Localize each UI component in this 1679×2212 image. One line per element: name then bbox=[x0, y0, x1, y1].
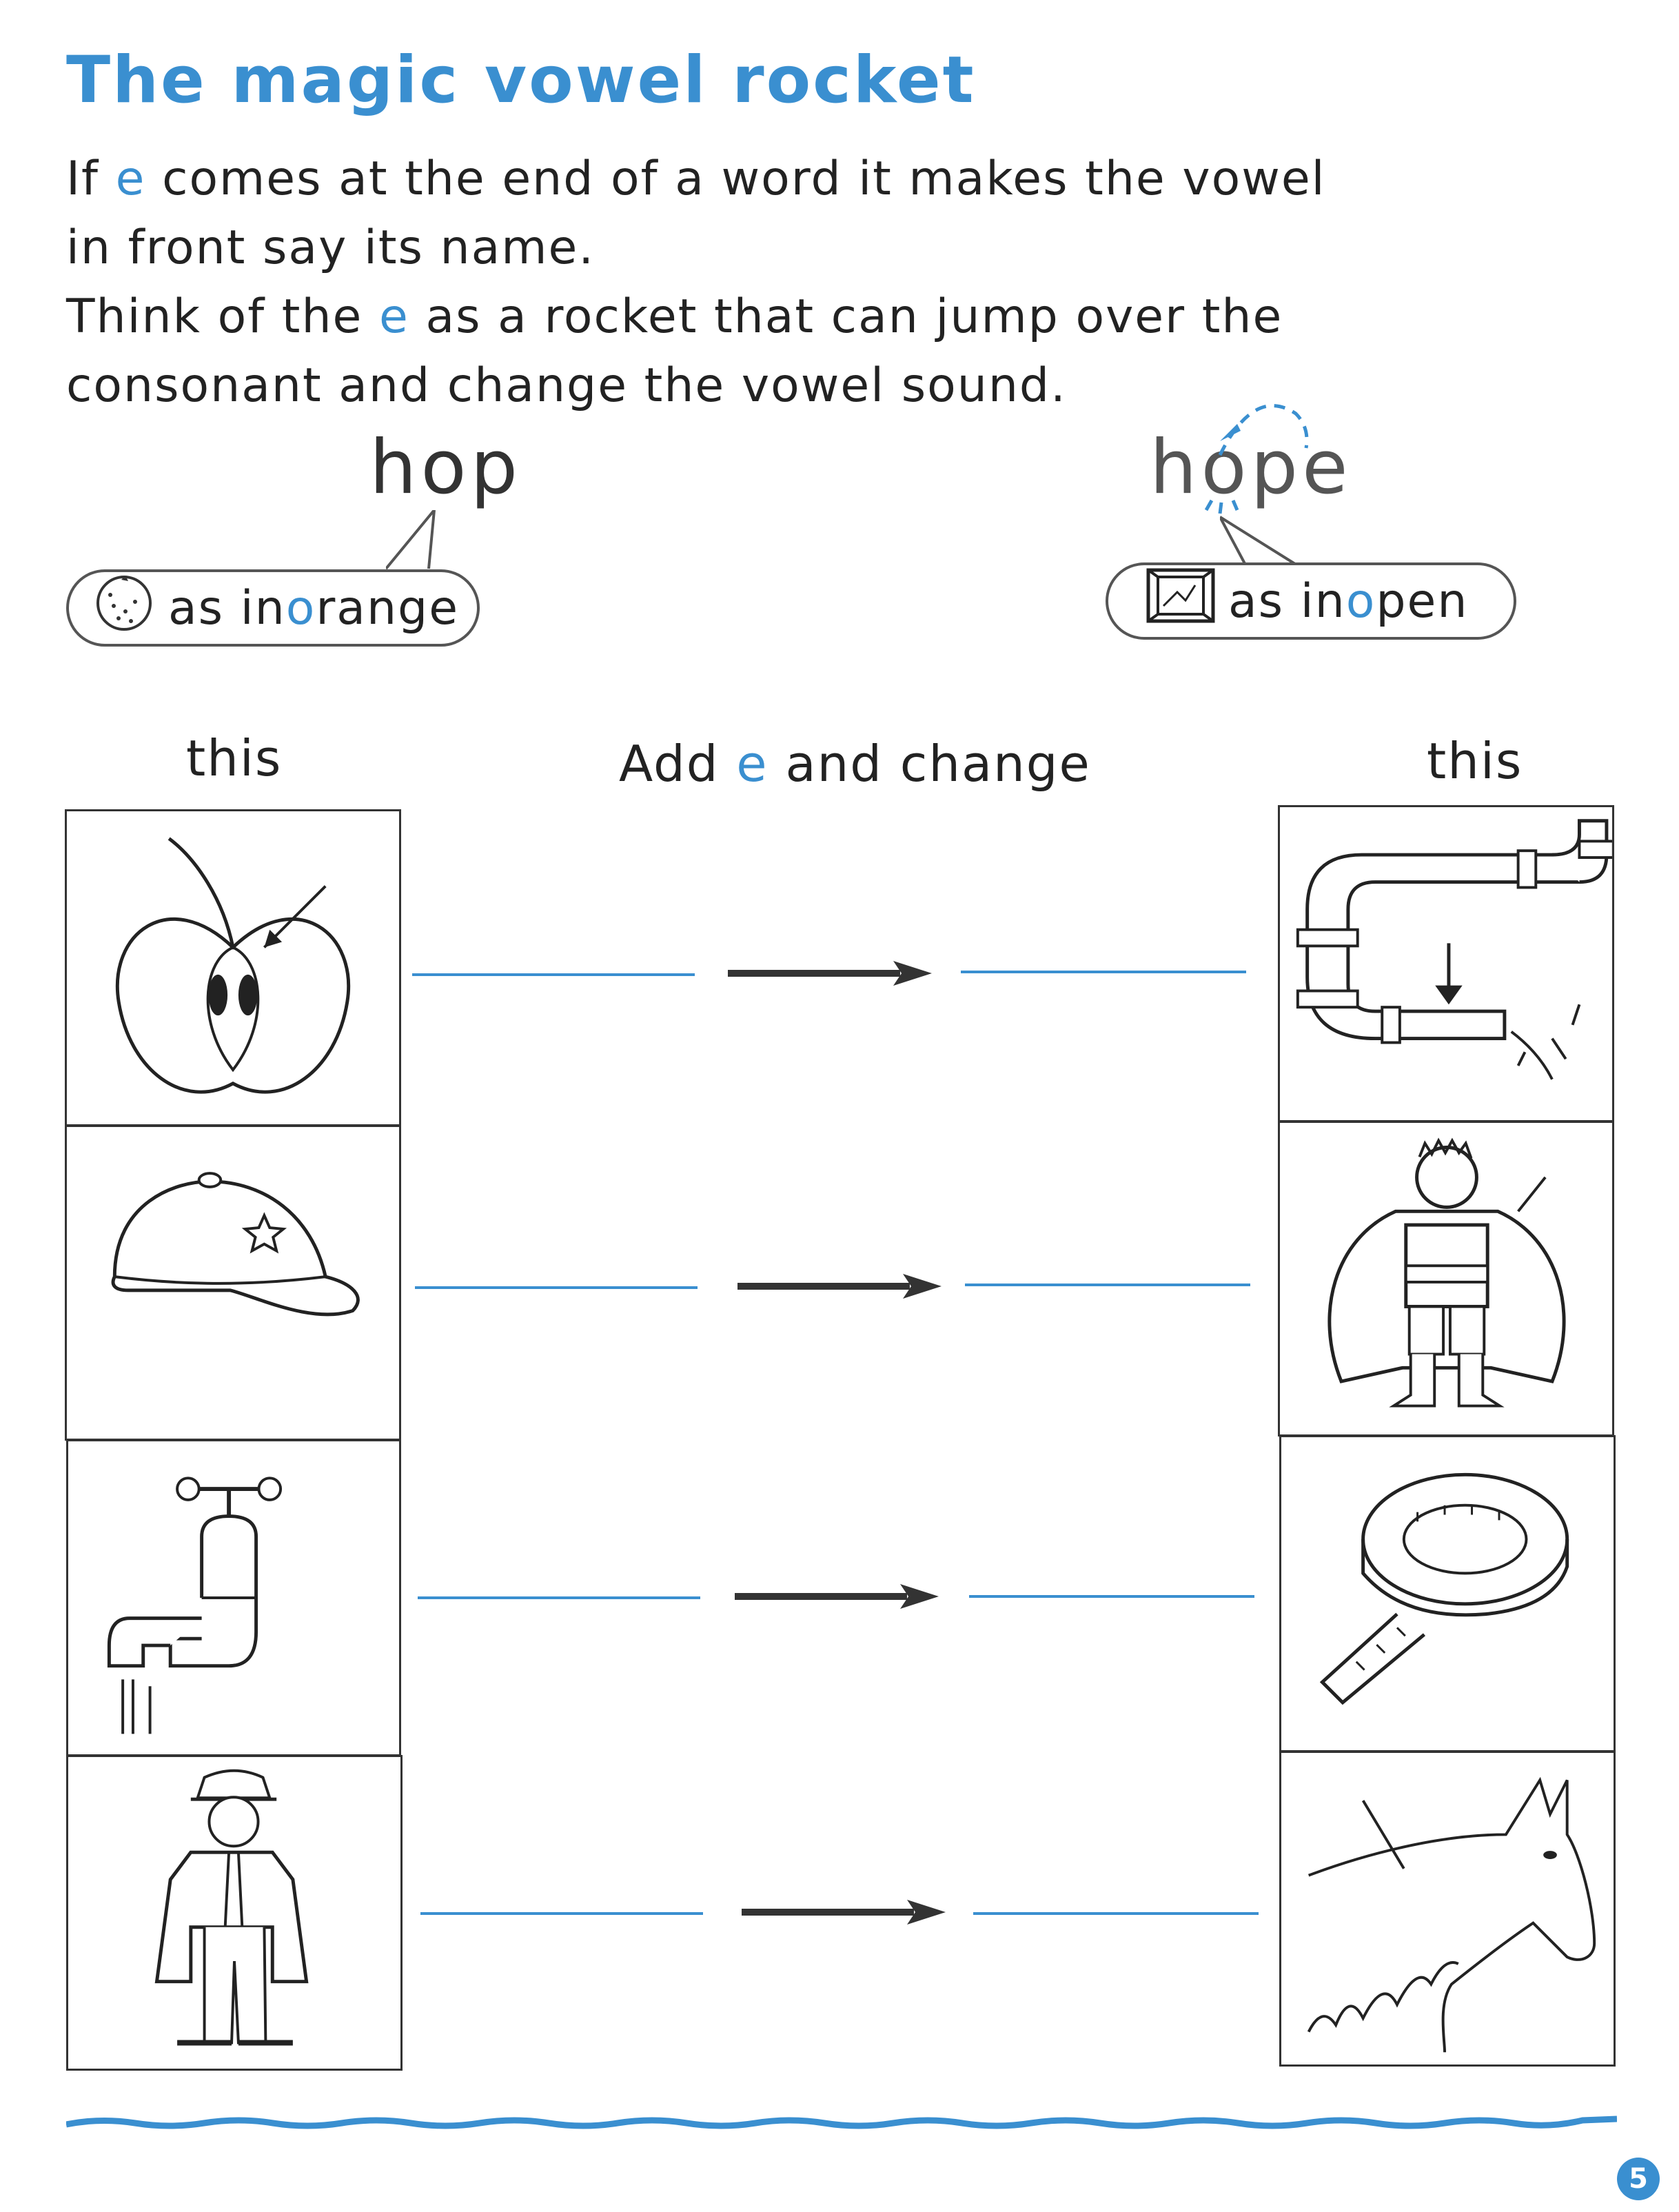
answer-line-left-1[interactable] bbox=[412, 973, 695, 976]
intro-line3-b: as a rocket that can jump over the bbox=[409, 290, 1283, 344]
answer-line-left-4[interactable] bbox=[420, 1912, 703, 1915]
answer-line-right-3[interactable] bbox=[969, 1595, 1254, 1598]
picture-cell-tape-measure bbox=[1279, 1435, 1616, 1752]
page-title: The magic vowel rocket bbox=[66, 43, 976, 118]
arrow-right-icon bbox=[735, 1584, 939, 1609]
bubble-right-pre: as in bbox=[1228, 574, 1346, 629]
bubble-left-letter: o bbox=[285, 580, 316, 636]
apple-cut-in-half-icon bbox=[116, 837, 350, 1094]
answer-line-right-2[interactable] bbox=[965, 1283, 1250, 1286]
rocket-jump-arc-icon bbox=[1204, 404, 1309, 514]
intro-line2: in front say its name. bbox=[66, 221, 595, 275]
picture-cell-apple bbox=[65, 809, 401, 1126]
bubble-left-rest: range bbox=[316, 580, 460, 636]
intro-line1-e: e bbox=[115, 152, 146, 206]
middle-heading-a: Add bbox=[619, 735, 737, 793]
intro-line4: consonant and change the vowel sound. bbox=[66, 358, 1067, 413]
wavy-divider bbox=[66, 2115, 1617, 2129]
horse-mane-icon bbox=[1307, 1776, 1596, 2053]
arrow-right-icon bbox=[728, 961, 932, 986]
example-word-hope: hope bbox=[1150, 425, 1352, 511]
man-in-hat-icon bbox=[154, 1769, 309, 2046]
answer-line-left-3[interactable] bbox=[418, 1596, 700, 1599]
column-heading-left: this bbox=[186, 729, 283, 787]
bubble-tail-right bbox=[1220, 516, 1304, 570]
answer-line-right-4[interactable] bbox=[973, 1912, 1259, 1915]
intro-text: If e comes at the end of a word it makes… bbox=[66, 145, 1445, 420]
pipe-icon bbox=[1296, 819, 1612, 1080]
picture-cell-man bbox=[66, 1755, 403, 2071]
bubble-right-rest: pen bbox=[1376, 574, 1469, 629]
bubble-tail-left bbox=[386, 510, 436, 570]
middle-heading-b: and change bbox=[768, 735, 1091, 793]
hope-letter-h: h bbox=[1150, 425, 1201, 511]
middle-heading-e: e bbox=[736, 735, 769, 793]
hope-letter-p: p bbox=[1250, 425, 1303, 511]
arrow-right-icon bbox=[737, 1274, 942, 1299]
column-heading-right: this bbox=[1427, 732, 1523, 790]
tape-measure-icon bbox=[1319, 1472, 1569, 1705]
cape-icon bbox=[1327, 1137, 1566, 1408]
intro-line1-a: If bbox=[66, 152, 116, 206]
tap-icon bbox=[107, 1477, 283, 1734]
answer-line-left-2[interactable] bbox=[415, 1286, 698, 1289]
picture-cell-pipe bbox=[1278, 805, 1614, 1122]
picture-cell-cap bbox=[65, 1125, 401, 1441]
answer-line-right-1[interactable] bbox=[961, 971, 1246, 973]
intro-line3-e: e bbox=[379, 290, 409, 344]
open-window-icon bbox=[1143, 565, 1219, 638]
picture-cell-cape bbox=[1278, 1121, 1614, 1437]
picture-cell-horse bbox=[1279, 1751, 1616, 2067]
page-number-badge: 5 bbox=[1617, 2158, 1660, 2200]
picture-cell-tap bbox=[66, 1439, 401, 1756]
column-heading-middle: Add e and change bbox=[619, 735, 1091, 793]
bubble-left-pre: as in bbox=[168, 580, 286, 636]
example-word-hop: hop bbox=[369, 425, 522, 511]
cap-icon bbox=[111, 1172, 360, 1317]
orange-icon bbox=[90, 571, 159, 645]
bubble-right-letter: o bbox=[1345, 574, 1376, 629]
arrow-right-icon bbox=[742, 1900, 946, 1925]
hope-letter-e: e bbox=[1302, 425, 1352, 511]
intro-line3-a: Think of the bbox=[66, 290, 379, 344]
intro-line1-b: comes at the end of a word it makes the … bbox=[145, 152, 1326, 206]
